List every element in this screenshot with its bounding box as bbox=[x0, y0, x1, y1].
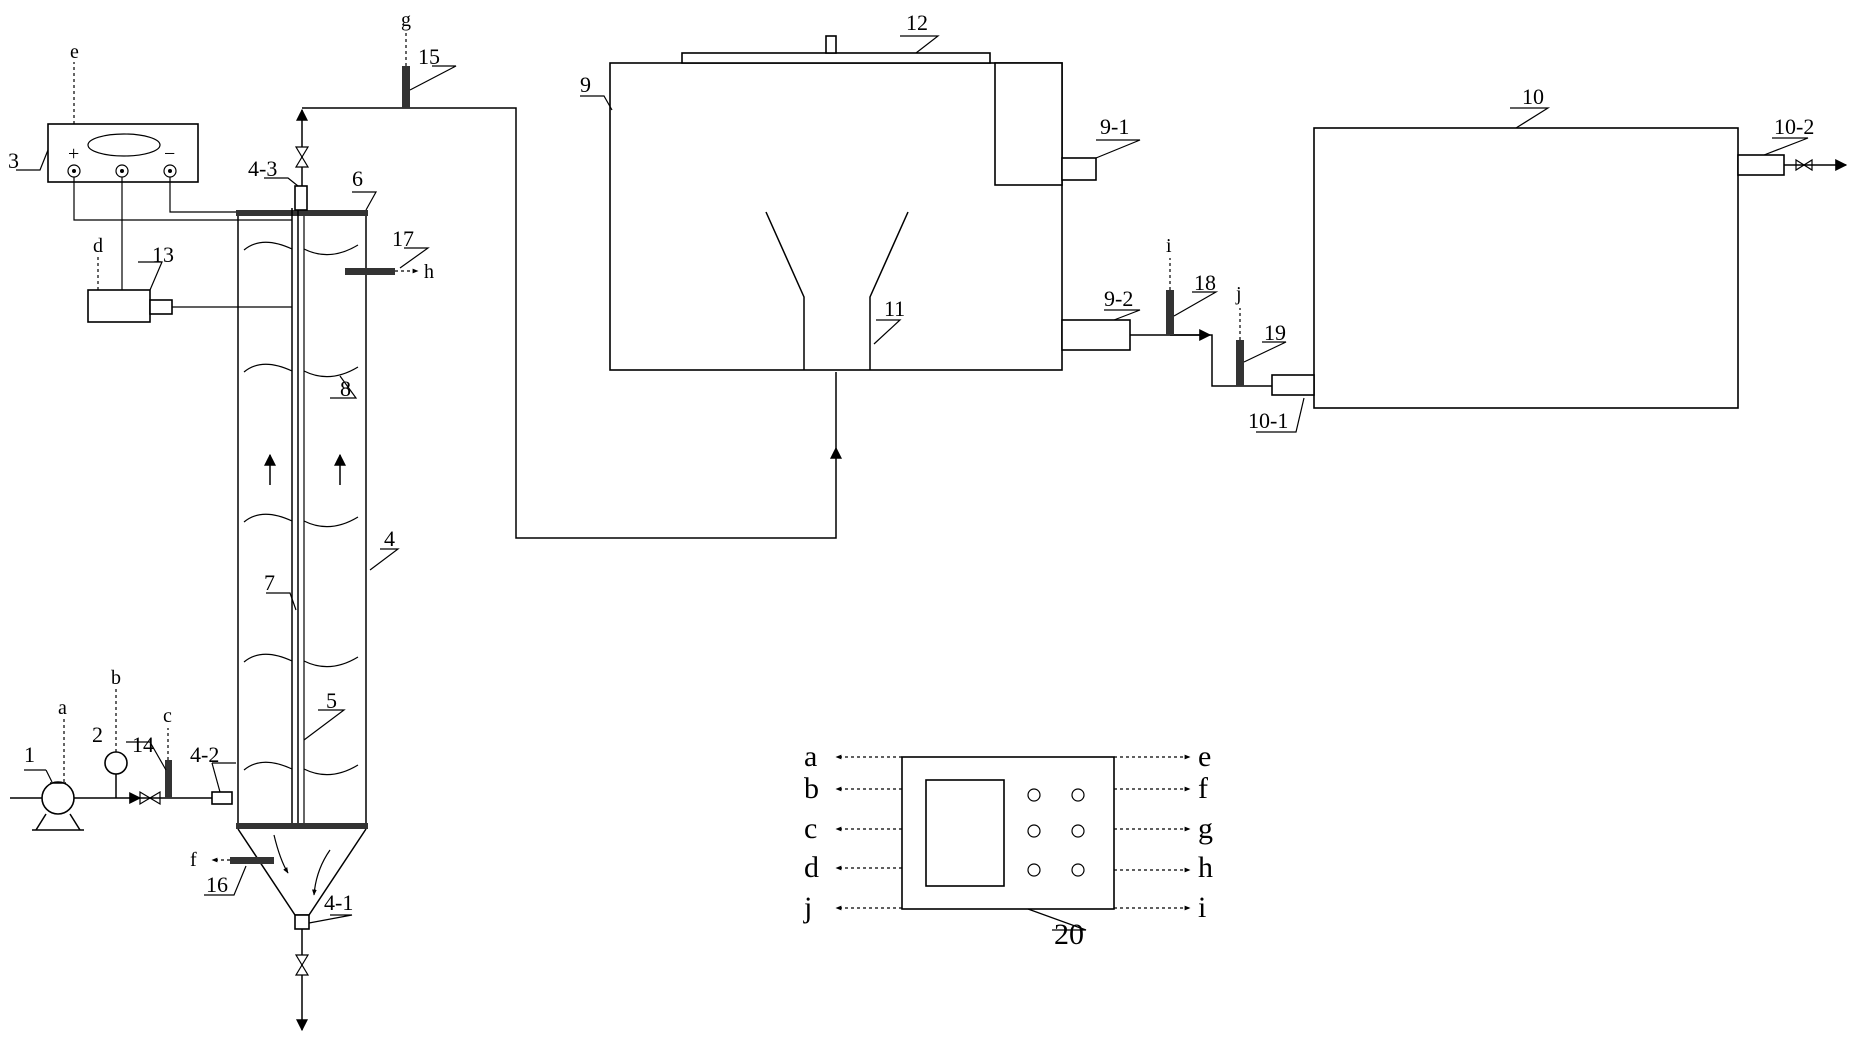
signal-d: d bbox=[93, 235, 103, 257]
label-port-9-2: 9-2 bbox=[1104, 286, 1133, 311]
label-filler-8: 8 bbox=[340, 376, 351, 401]
controller-port-h: h bbox=[1198, 851, 1213, 884]
label-reactor-4: 4 bbox=[384, 526, 395, 551]
label-sensor-17: 17 bbox=[392, 226, 414, 251]
label-outlet-4-1: 4-1 bbox=[324, 890, 353, 915]
sensor-14 bbox=[165, 760, 172, 798]
label-power-supply: 3 bbox=[8, 148, 19, 173]
controller-port-i: i bbox=[1198, 891, 1206, 924]
label-pump: 1 bbox=[24, 742, 35, 767]
controller-port-d: d bbox=[804, 851, 819, 884]
controller-port-a: a bbox=[804, 740, 817, 773]
settling-tank bbox=[609, 35, 1131, 371]
signal-h: h bbox=[424, 261, 434, 283]
tank-10 bbox=[1271, 127, 1848, 409]
controller-port-g: g bbox=[1198, 812, 1213, 845]
connecting-pipe bbox=[1130, 290, 1272, 387]
label-outlet-4-3: 4-3 bbox=[248, 156, 277, 181]
transfer-pipe bbox=[294, 66, 842, 539]
inlet-pipe bbox=[139, 790, 233, 806]
label-inlet-4-2: 4-2 bbox=[190, 742, 219, 767]
reactor-column bbox=[211, 185, 419, 1032]
minus-terminal-label: − bbox=[164, 143, 175, 165]
component-labels: 1 2 14 4-2 3 4-3 6 13 17 8 4 7 5 16 4-1 … bbox=[8, 10, 1814, 951]
controller bbox=[835, 754, 1191, 911]
label-electrode-5: 5 bbox=[326, 688, 337, 713]
label-port-10-1: 10-1 bbox=[1248, 408, 1288, 433]
flow-meter bbox=[104, 751, 128, 798]
label-cover-12: 12 bbox=[906, 10, 928, 35]
label-controller-20: 20 bbox=[1054, 918, 1084, 951]
label-flow-meter: 2 bbox=[92, 722, 103, 747]
signal-f: f bbox=[190, 849, 197, 871]
label-sensor-18: 18 bbox=[1194, 270, 1216, 295]
power-supply: + − bbox=[47, 123, 298, 290]
label-cover-6: 6 bbox=[352, 166, 363, 191]
signal-c: c bbox=[163, 705, 172, 727]
label-sensor-16: 16 bbox=[206, 872, 228, 897]
signal-j: j bbox=[1235, 283, 1242, 305]
leader-lines bbox=[16, 35, 1809, 931]
label-electrode-7: 7 bbox=[264, 570, 275, 595]
signal-taps bbox=[63, 30, 1241, 782]
signal-g: g bbox=[401, 9, 411, 31]
controller-port-j: j bbox=[803, 891, 812, 924]
controller-port-e: e bbox=[1198, 740, 1211, 773]
label-motor-13: 13 bbox=[152, 242, 174, 267]
label-tank-10: 10 bbox=[1522, 84, 1544, 109]
label-sensor-15: 15 bbox=[418, 44, 440, 69]
plus-terminal-label: + bbox=[68, 143, 79, 165]
label-sensor-19: 19 bbox=[1264, 320, 1286, 345]
signal-labels: a b c d e f g h i j a b c d j e f g h i bbox=[58, 9, 1242, 924]
label-port-9-1: 9-1 bbox=[1100, 114, 1129, 139]
controller-port-f: f bbox=[1198, 772, 1208, 805]
label-tank-9: 9 bbox=[580, 72, 591, 97]
signal-a: a bbox=[58, 697, 67, 719]
stirrer-motor bbox=[87, 289, 292, 323]
controller-port-b: b bbox=[804, 772, 819, 805]
signal-e: e bbox=[70, 41, 79, 63]
pump bbox=[10, 781, 142, 831]
label-port-10-2: 10-2 bbox=[1774, 114, 1814, 139]
label-funnel-11: 11 bbox=[884, 296, 905, 321]
controller-port-c: c bbox=[804, 812, 817, 845]
signal-i: i bbox=[1166, 235, 1172, 257]
label-sensor-14: 14 bbox=[132, 732, 154, 757]
signal-b: b bbox=[111, 667, 121, 689]
